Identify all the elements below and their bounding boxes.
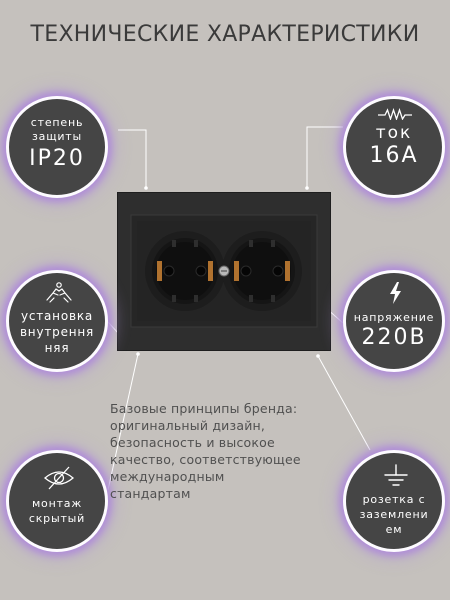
voltage-value: 220В [361,325,427,350]
spec-installation: установка внутрення няя [6,270,108,372]
brand-line: качество, соответствующее [110,452,301,467]
brand-line: оригинальный дизайн, [110,418,266,433]
spec-grounding: розетка с заземлени ем [343,450,445,552]
voltage-label: напряжение [353,311,435,324]
socket-right [222,231,302,311]
brand-line: Базовые принципы бренда: [110,401,298,416]
connector-grounding [317,355,371,451]
ground-icon [384,464,408,486]
spec-mounting: монтаж скрытый [6,450,108,552]
hands-icon [46,282,72,303]
installation-label-2: внутрення [19,325,95,339]
eye-crossed-icon [44,466,74,490]
mounting-label-2: скрытый [28,512,86,525]
current-value: 16А [369,143,419,168]
spec-current: ток 16А [343,96,445,198]
brand-line: международным [110,469,225,484]
connector-mounting [107,353,139,491]
grounding-label-2: заземлени [359,508,429,521]
socket-left [145,231,225,311]
brand-line: стандартам [110,486,191,501]
mounting-label-1: монтаж [31,497,83,510]
spec-voltage: напряжение 220В [343,270,445,372]
connector-protection [118,129,147,188]
protection-label-2: защиты [32,130,82,143]
grounding-label-3: ем [385,523,403,536]
installation-label-3: няя [44,341,70,355]
lightning-icon [390,282,401,304]
installation-label-1: установка [20,309,94,323]
brand-line: безопасность и высокое [110,435,275,450]
double-socket-image [117,192,331,351]
connector-current [306,126,343,188]
protection-label-1: степень [30,116,84,129]
protection-value: IP20 [29,146,85,171]
current-label: ток [375,123,413,143]
resistor-icon [378,108,412,120]
brand-principles-text: Базовые принципы бренда: оригинальный ди… [110,400,350,502]
grounding-label-1: розетка с [362,493,426,506]
spec-protection: степень защиты IP20 [6,96,108,198]
page-title: ТЕХНИЧЕСКИЕ ХАРАКТЕРИСТИКИ [30,22,420,47]
